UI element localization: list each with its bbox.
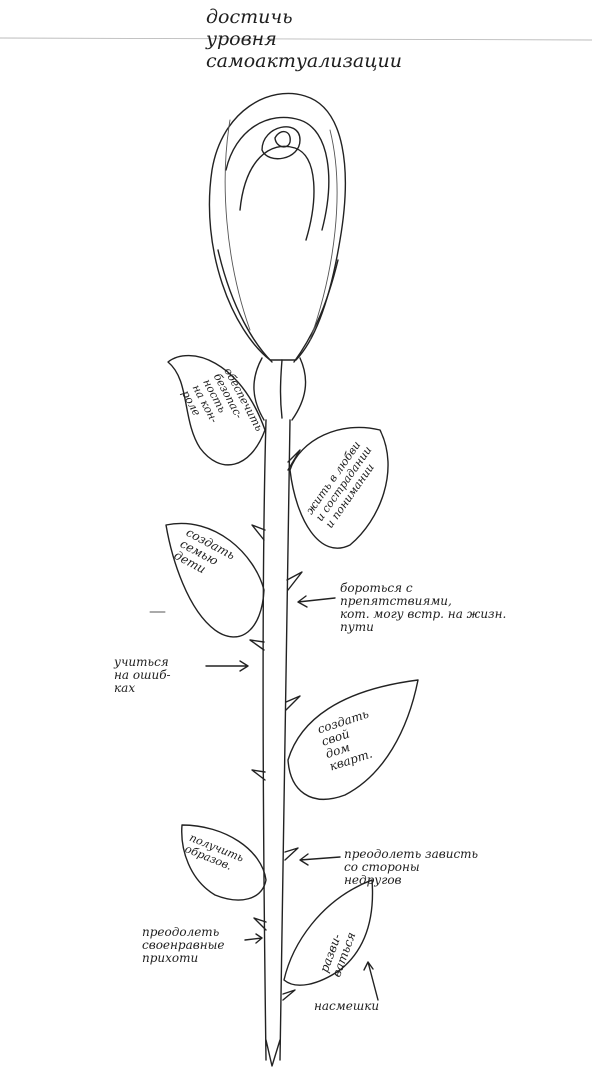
arrow-whims bbox=[245, 934, 262, 943]
rose-stem bbox=[250, 420, 302, 1066]
top-goal-label: достичь уровня самоактуализации bbox=[206, 6, 402, 72]
arrow-obstacles bbox=[298, 596, 335, 607]
arrow-ridicule bbox=[364, 962, 378, 1000]
whims-label: преодолеть своенравные прихоти bbox=[142, 926, 225, 965]
ridicule-label: насмешки bbox=[314, 1000, 379, 1013]
arrow-dependence bbox=[300, 854, 340, 865]
obstacles-label: бороться с препятствиями, кот. могу встр… bbox=[340, 582, 506, 634]
arrow-mistakes bbox=[206, 661, 248, 671]
mistakes-label: учиться на ошиб- ках bbox=[114, 656, 171, 695]
dependence-label: преодолеть зависть со стороны недругов bbox=[344, 848, 478, 887]
